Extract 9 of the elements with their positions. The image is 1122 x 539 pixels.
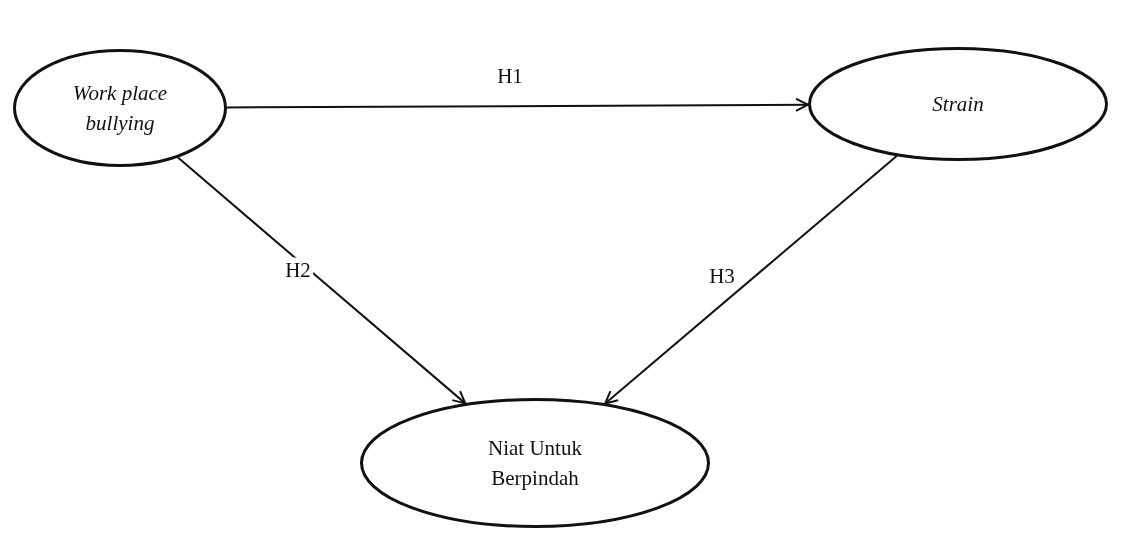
node-label: Work place bullying [71,79,169,137]
node-label: Niat Untuk Berpindah [487,434,583,492]
arrow [226,97,809,112]
ellipse-node [360,398,710,528]
arrow [176,156,467,405]
node-label: Strain [932,90,984,118]
ellipse-node [13,49,227,167]
ellipse-node [808,47,1108,161]
arrow [604,155,898,405]
